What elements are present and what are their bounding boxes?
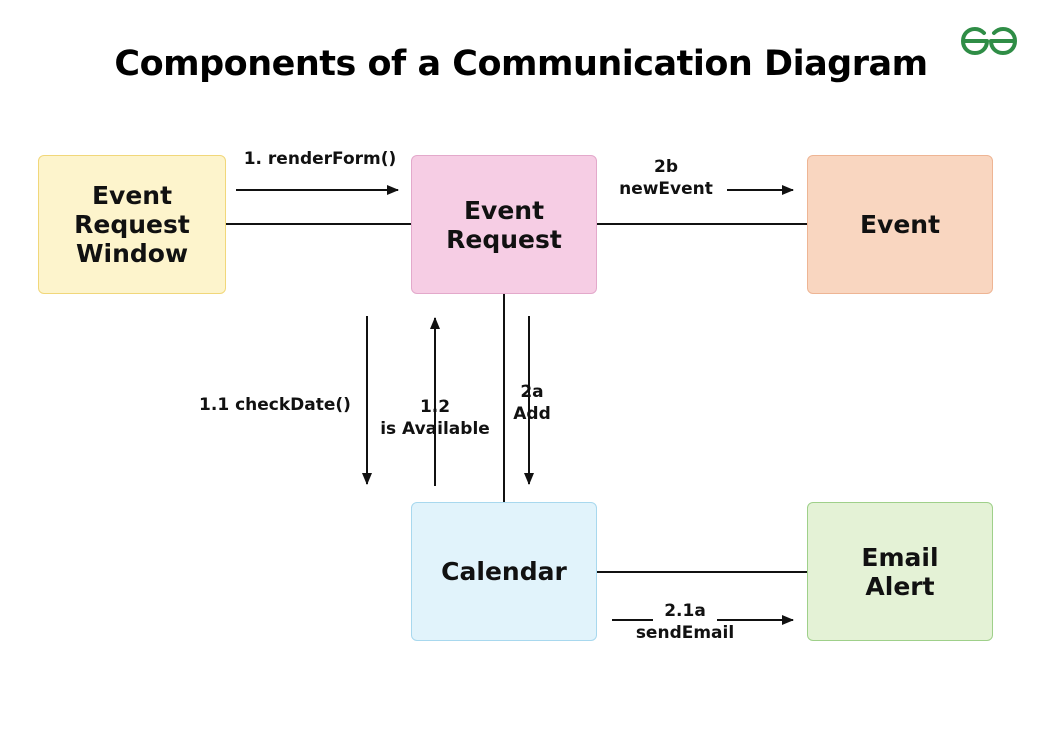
message-render-form: 1. renderForm() <box>243 149 397 169</box>
object-email-alert: Email Alert <box>807 502 993 641</box>
object-event-label: Event <box>859 210 941 239</box>
message-is-available: 1.2 is Available <box>380 397 490 439</box>
message-check-date: 1.1 checkDate() <box>199 395 351 415</box>
object-event-request-window: Event Request Window <box>38 155 226 294</box>
object-event-request: Event Request <box>411 155 597 294</box>
message-add: 2a Add <box>513 382 551 424</box>
object-calendar: Calendar <box>411 502 597 641</box>
gfg-logo-icon <box>960 26 1018 56</box>
object-email-alert-label: Email Alert <box>861 542 939 601</box>
object-event-request-label: Event Request <box>446 195 562 254</box>
diagram-title: Components of a Communication Diagram <box>114 44 928 84</box>
message-send-email: 2.1a sendEmail <box>635 601 735 643</box>
object-calendar-label: Calendar <box>441 557 567 586</box>
object-event-request-window-label: Event Request Window <box>74 181 190 268</box>
object-event: Event <box>807 155 993 294</box>
message-new-event: 2b newEvent <box>619 157 713 199</box>
